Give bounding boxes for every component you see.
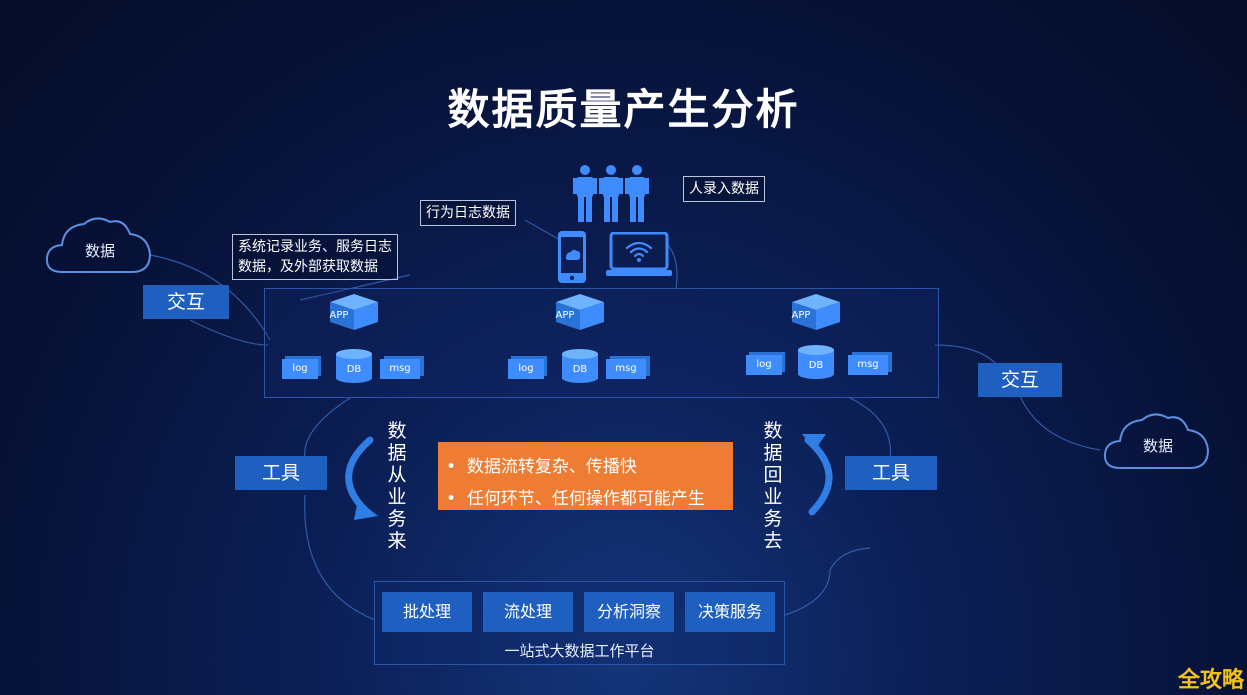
watermark-logo: 全攻略 [1178, 668, 1245, 693]
log-box-icon [282, 356, 321, 379]
bullet-item-1-text: 数据流转复杂、传播快 [466, 457, 637, 477]
app-cube-icon [556, 294, 604, 330]
bullet-item-1: • 数据流转复杂、传播快 [446, 457, 637, 477]
cloud-label-right: 数据 [1142, 437, 1173, 455]
cloud-icon [45, 217, 152, 273]
cloud-icon [1103, 413, 1210, 469]
page-title: 数据质量产生分析 [447, 85, 800, 134]
db-cylinder-icon [798, 345, 834, 379]
cloud-label-left: 数据 [84, 242, 115, 260]
interact-box-left: 交互 [143, 285, 229, 319]
bullet-item-2-text: 任何环节、任何操作都可能产生 [466, 489, 705, 509]
log-label: log [756, 359, 772, 370]
db-label: DB [572, 364, 588, 375]
app-group-2: APP log DB msg [508, 290, 658, 390]
db-cylinder-icon [562, 349, 598, 383]
log-label: log [518, 363, 534, 374]
note-system-records: 系统记录业务、服务日志 数据，及外部获取数据 [232, 234, 398, 280]
phone-icon [558, 231, 586, 283]
people-icon [573, 165, 649, 222]
tool-box-left: 工具 [235, 456, 327, 490]
decision-service-box: 决策服务 [685, 592, 775, 632]
analysis-insight-box: 分析洞察 [584, 592, 674, 632]
app-cube-icon [792, 294, 840, 330]
platform-label: 一站式大数据工作平台 [504, 642, 655, 660]
db-cylinder-icon [336, 349, 372, 383]
app-label: APP [329, 310, 349, 321]
batch-processing-box: 批处理 [382, 592, 472, 632]
msg-label: msg [389, 363, 411, 374]
vertical-text-left: 数据从业务来 [387, 420, 407, 552]
note-system-line-2: 数据，及外部获取数据 [238, 259, 378, 275]
app-group-1: APP log DB msg [282, 290, 432, 390]
db-label: DB [346, 364, 362, 375]
msg-label: msg [857, 359, 879, 370]
interact-box-right: 交互 [978, 363, 1062, 397]
stream-processing-box: 流处理 [483, 592, 573, 632]
msg-box-icon [848, 352, 892, 375]
note-system-line-1: 系统记录业务、服务日志 [238, 239, 392, 255]
platform-container: 批处理 流处理 分析洞察 决策服务 一站式大数据工作平台 [374, 581, 785, 665]
bullet-box: • 数据流转复杂、传播快 • 任何环节、任何操作都可能产生 [438, 442, 733, 510]
bullet-item-2: • 任何环节、任何操作都可能产生 [446, 489, 705, 509]
laptop-icon [606, 232, 672, 276]
msg-label: msg [615, 363, 637, 374]
msg-box-icon [606, 356, 650, 379]
log-box-icon [746, 352, 785, 375]
note-people-input: 人录入数据 [683, 176, 765, 202]
app-label: APP [555, 310, 575, 321]
log-box-icon [508, 356, 547, 379]
vertical-text-right: 数据回业务去 [763, 420, 783, 552]
note-behavior-log: 行为日志数据 [420, 200, 516, 226]
app-label: APP [791, 310, 811, 321]
log-label: log [292, 363, 308, 374]
msg-box-icon [380, 356, 424, 379]
db-label: DB [808, 360, 824, 371]
app-cube-icon [330, 294, 378, 330]
app-group-3: APP log DB msg [746, 290, 896, 390]
tool-box-right: 工具 [845, 456, 937, 490]
